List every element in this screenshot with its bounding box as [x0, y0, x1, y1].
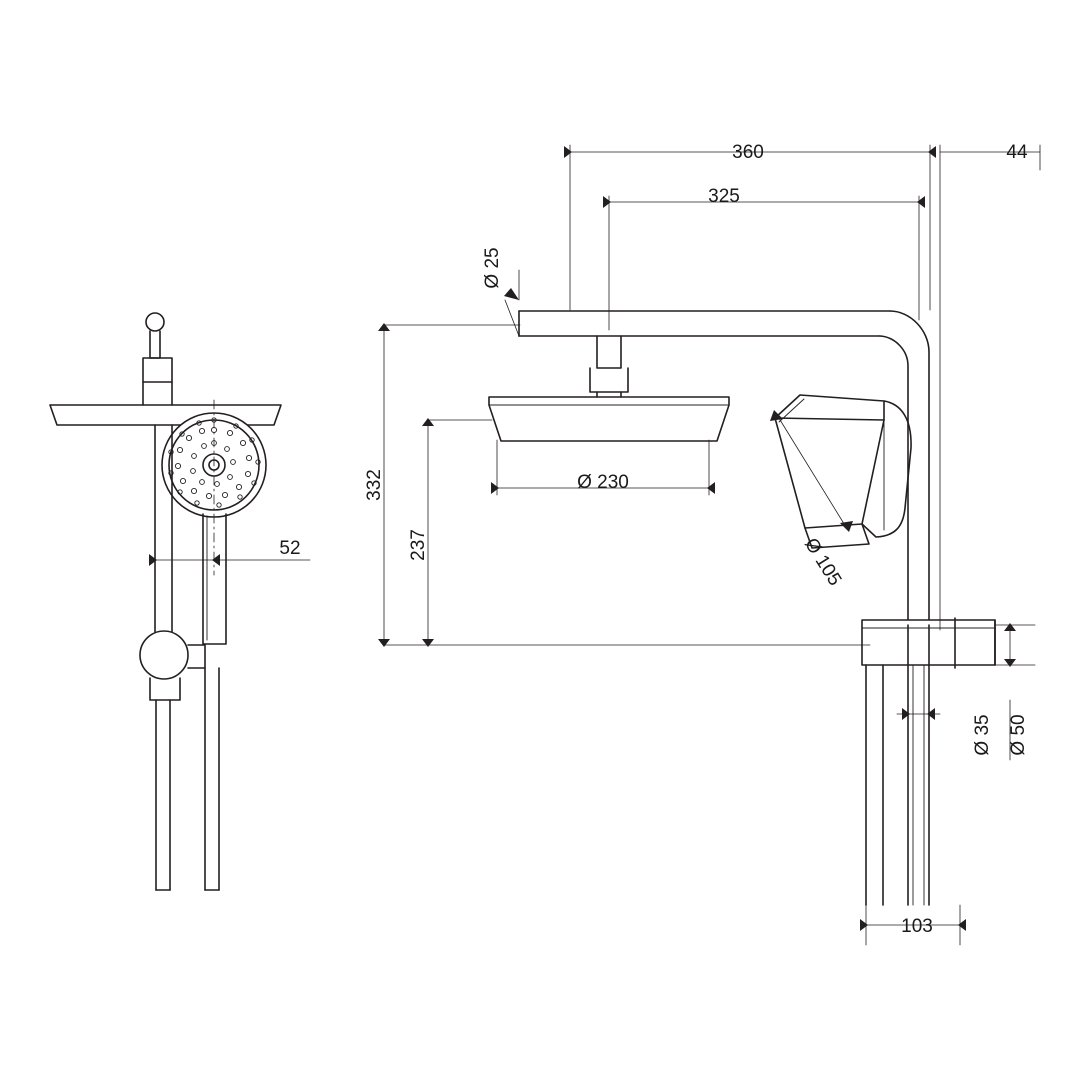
hand-shower-handle — [861, 400, 912, 538]
left-mixer-spout — [187, 644, 206, 669]
dim-237-arrow-bottom — [422, 639, 434, 647]
left-mixer-body — [139, 630, 189, 680]
dim-label-332: 332 — [364, 469, 385, 501]
hand-shower-face-line — [778, 398, 805, 423]
dim-label-head-dia: Ø 230 — [577, 472, 629, 493]
dim-325-arrow-left — [603, 196, 611, 208]
dimension-lines — [378, 144, 1041, 946]
dim-label-103: 103 — [901, 916, 933, 937]
dim-label-52: 52 — [279, 538, 300, 559]
dim-d105-line — [776, 414, 847, 528]
left-handle-base — [142, 357, 173, 383]
dim-d25-leader-b — [504, 299, 520, 337]
dim-360-arrow-left — [564, 146, 572, 158]
dim-237-arrow-top — [422, 418, 434, 426]
dim-52-arrow-right — [212, 554, 220, 566]
dim-label-bracket-dia: Ø 50 — [1008, 714, 1029, 755]
dim-103-arrow-left — [860, 919, 868, 931]
dim-332-arrow-top — [378, 323, 390, 331]
left-handle-knob — [145, 312, 165, 332]
dim-label-arm-dia: Ø 25 — [482, 247, 503, 288]
dim-d50-arrow-top — [1004, 623, 1016, 631]
dim-d105-arrow-bottom — [840, 521, 853, 532]
dim-332-arrow-bottom — [378, 639, 390, 647]
arm-elbow-outer — [889, 310, 930, 626]
right-view-front-elevation — [488, 310, 996, 906]
arm-elbow-inner — [879, 335, 909, 626]
hand-shower-body — [774, 417, 885, 529]
dim-label-360: 360 — [732, 142, 764, 163]
dim-d35-arrow-right — [927, 708, 935, 720]
dim-d230-arrow-left — [491, 482, 499, 494]
dim-d35-arrow-left — [902, 708, 910, 720]
left-mixer-base — [149, 677, 181, 701]
dim-label-44: 44 — [1006, 142, 1028, 163]
dim-label-hand-shower-dia: Ø 105 — [800, 535, 845, 590]
dim-52-group — [149, 399, 311, 576]
left-wall-plate — [49, 404, 282, 426]
dim-d50-arrow-bottom — [1004, 659, 1016, 667]
left-view-side-elevation — [49, 312, 282, 891]
dim-d230-arrow-right — [707, 482, 715, 494]
rain-shower-head — [488, 396, 730, 442]
left-hand-shower-spray-holes — [168, 417, 261, 508]
hand-shower-face — [774, 394, 885, 421]
dim-d25-arrow — [504, 288, 519, 300]
dim-360-arrow-right — [928, 146, 936, 158]
dim-325-arrow-right — [917, 196, 925, 208]
dim-label-325: 325 — [708, 186, 740, 207]
dim-label-rail-dia: Ø 35 — [972, 714, 993, 755]
dim-52-arrow-left — [149, 554, 157, 566]
dim-d105-arrow-top — [770, 410, 783, 421]
left-hand-shower-handle — [202, 513, 227, 645]
hand-shower-lower — [804, 523, 870, 549]
dim-103-arrow-right — [958, 919, 966, 931]
left-handle-stem — [149, 330, 161, 359]
dim-label-237: 237 — [408, 529, 429, 561]
head-drop-neck — [596, 335, 622, 369]
head-drop-collar — [589, 367, 629, 393]
